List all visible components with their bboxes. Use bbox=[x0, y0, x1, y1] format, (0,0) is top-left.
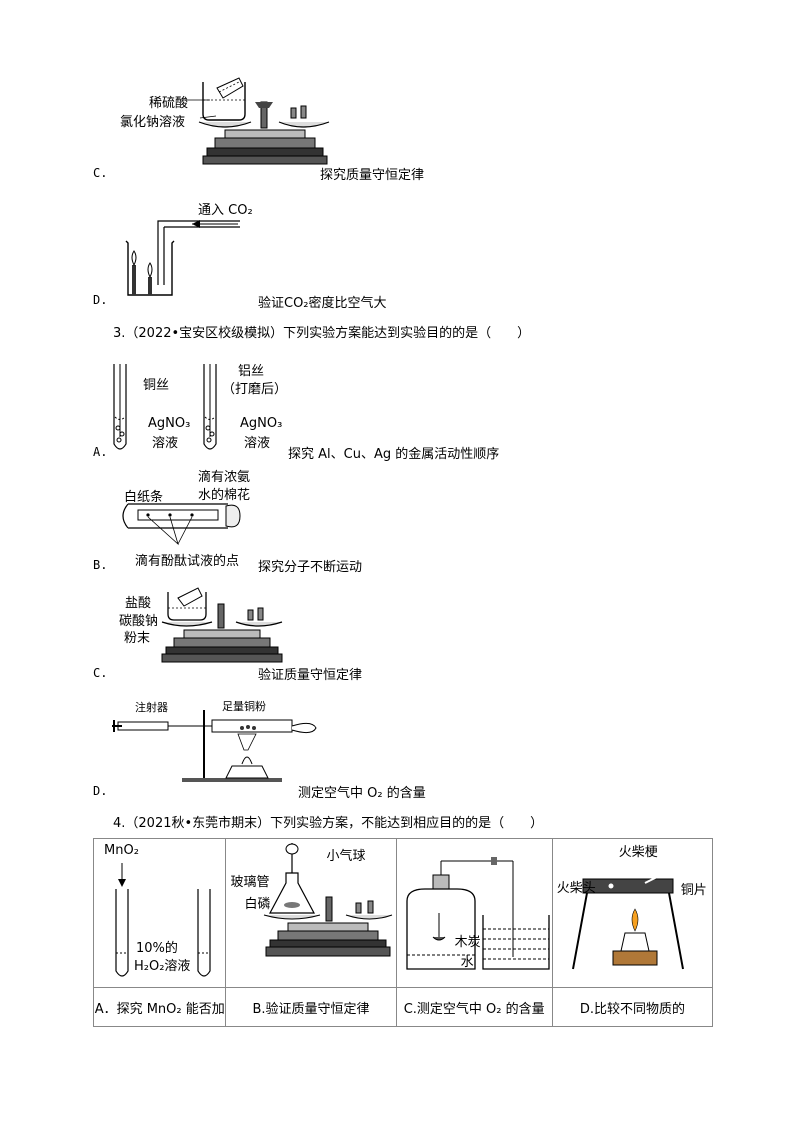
caption-q3d: 测定空气中 O₂ 的含量 bbox=[298, 786, 426, 801]
label-copper-powder: 足量铜粉 bbox=[222, 700, 266, 713]
label-h2o2: H₂O₂溶液 bbox=[134, 959, 191, 974]
label-syringe: 注射器 bbox=[135, 701, 168, 714]
label-co2-in: 通入 CO₂ bbox=[198, 203, 253, 218]
label-nacl-solution: 氯化钠溶液 bbox=[120, 115, 186, 130]
label-polished: （打磨后） bbox=[222, 382, 288, 397]
label-powder: 粉末 bbox=[124, 631, 151, 646]
label-ammonia-cotton-1: 滴有浓氨 bbox=[198, 470, 251, 485]
q4-cell-a: MnO₂ 10%的 H₂O₂溶液 bbox=[92, 838, 227, 988]
beaker-candle-diagram bbox=[125, 220, 240, 296]
label-balloon: 小气球 bbox=[326, 849, 366, 864]
bottle-beaker-diagram bbox=[405, 857, 550, 970]
option-d-label: D. bbox=[93, 293, 108, 307]
tripod-copper-diagram bbox=[571, 876, 684, 970]
caption-c: 探究质量守恒定律 bbox=[320, 168, 425, 183]
q4-cell-b: 小气球 玻璃管 白磷 bbox=[225, 838, 397, 988]
label-paper-strip: 白纸条 bbox=[124, 490, 164, 505]
label-aluminum-wire: 铝丝 bbox=[238, 364, 265, 379]
paper-strip-tube-diagram bbox=[122, 503, 241, 546]
option-a-label: A. bbox=[93, 445, 108, 459]
label-copper-wire: 铜丝 bbox=[143, 378, 170, 393]
option-d2-label: D. bbox=[93, 784, 108, 798]
question-3-stem: 3.（2022•宝安区校级模拟）下列实验方案能达到实验目的的是（ ） bbox=[113, 326, 531, 341]
q4-cell-c: 木炭 水 bbox=[395, 838, 553, 988]
label-match-head: 火柴头 bbox=[556, 881, 596, 896]
balance-diagram bbox=[198, 77, 330, 165]
q4-cell-d: 火柴梗 火柴头 铜片 bbox=[551, 838, 714, 988]
option-b-label: B. bbox=[93, 558, 108, 572]
label-charcoal: 木炭 bbox=[454, 935, 481, 950]
q4-caption-d: D.比较不同物质的 bbox=[551, 987, 714, 1027]
q4-options-table: MnO₂ 10%的 H₂O₂溶液 bbox=[92, 838, 714, 1027]
label-water: 水 bbox=[460, 955, 474, 970]
label-glass-tube: 玻璃管 bbox=[230, 875, 270, 890]
question-4-stem: 4.（2021秋•东莞市期末）下列实验方案，不能达到相应目的的是（ ） bbox=[113, 816, 544, 831]
caption-q3c: 验证质量守恒定律 bbox=[258, 668, 363, 683]
label-solution-1: 溶液 bbox=[152, 436, 179, 451]
label-phenolphthalein-points: 滴有酚酞试液的点 bbox=[135, 554, 240, 569]
label-mno2: MnO₂ bbox=[104, 843, 139, 858]
option-c2-label: C. bbox=[93, 666, 108, 680]
flask-balance-diagram bbox=[264, 843, 393, 957]
syringe-burner-diagram bbox=[112, 710, 317, 782]
label-copper-sheet: 铜片 bbox=[680, 883, 707, 898]
label-10pct: 10%的 bbox=[136, 941, 178, 956]
caption-q3b: 探究分子不断运动 bbox=[258, 560, 363, 575]
label-agno3-2: AgNO₃ bbox=[240, 416, 283, 431]
option-c-label: C. bbox=[93, 166, 108, 180]
label-white-phosphorus: 白磷 bbox=[244, 897, 271, 912]
leader-lines bbox=[180, 99, 217, 119]
balance-diagram-2 bbox=[161, 587, 283, 663]
test-tubes-h2o2-diagram bbox=[115, 863, 211, 977]
label-hydrochloric-acid: 盐酸 bbox=[125, 596, 152, 611]
label-agno3-1: AgNO₃ bbox=[148, 416, 191, 431]
test-tubes-diagram bbox=[113, 364, 217, 450]
label-dilute-acid: 稀硫酸 bbox=[149, 96, 189, 111]
q4-caption-c: C.测定空气中 O₂ 的含量 bbox=[395, 987, 553, 1027]
caption-d: 验证CO₂密度比空气大 bbox=[258, 296, 387, 311]
q4-caption-a: A．探究 MnO₂ 能否加 bbox=[92, 987, 227, 1027]
caption-q3a: 探究 Al、Cu、Ag 的金属活动性顺序 bbox=[288, 447, 500, 462]
label-sodium-carbonate: 碳酸钠 bbox=[119, 614, 159, 629]
label-match-stick: 火柴梗 bbox=[618, 845, 658, 860]
label-ammonia-cotton-2: 水的棉花 bbox=[198, 488, 251, 503]
q4-caption-b: B.验证质量守恒定律 bbox=[225, 987, 397, 1027]
label-solution-2: 溶液 bbox=[244, 436, 271, 451]
